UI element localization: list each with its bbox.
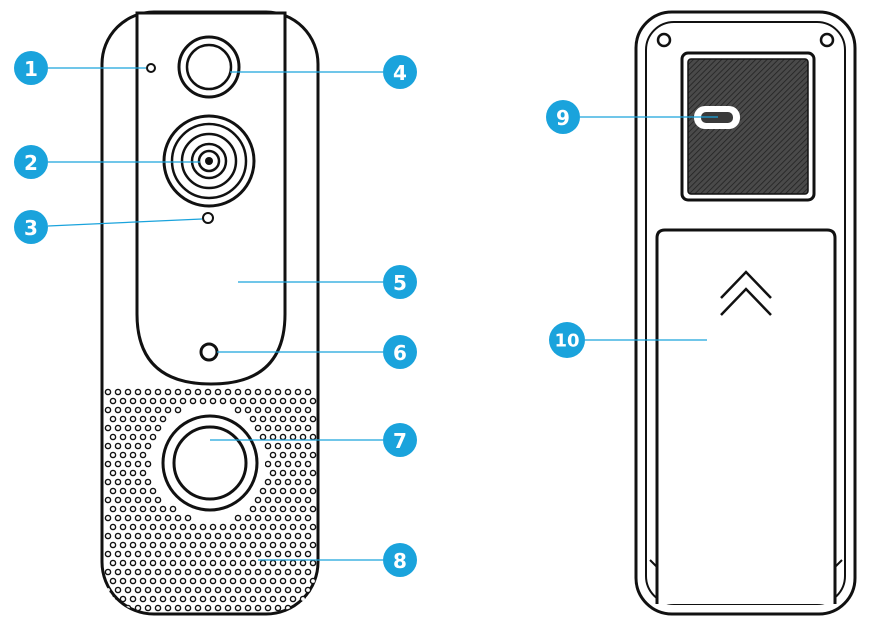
callout-label-2: 2 xyxy=(24,151,38,175)
callout-badge-1: 1 xyxy=(14,51,48,85)
callout-badge-6: 6 xyxy=(383,335,417,369)
callout-badge-3: 3 xyxy=(14,210,48,244)
battery-cover xyxy=(649,228,843,604)
pir-sensor xyxy=(177,35,241,99)
callout-badge-9: 9 xyxy=(546,100,580,134)
callout-label-7: 7 xyxy=(393,429,407,453)
callout-label-1: 1 xyxy=(24,57,38,81)
leader-line-3 xyxy=(47,218,203,227)
indicator-light-dot xyxy=(146,63,156,73)
call-button xyxy=(155,408,265,518)
callout-label-6: 6 xyxy=(393,341,407,365)
callout-label-3: 3 xyxy=(24,216,38,240)
callout-badge-5: 5 xyxy=(383,265,417,299)
light-sensor xyxy=(199,342,219,362)
slide-up-arrows-icon xyxy=(720,270,772,316)
callout-label-5: 5 xyxy=(393,271,407,295)
callout-label-9: 9 xyxy=(556,106,570,130)
callout-badge-4: 4 xyxy=(383,55,417,89)
microphone-hole xyxy=(202,212,214,224)
callout-badge-7: 7 xyxy=(383,423,417,457)
callout-badge-10: 10 xyxy=(549,322,585,358)
callout-label-4: 4 xyxy=(393,61,407,85)
doorbell-front-view xyxy=(100,10,320,616)
callout-label-8: 8 xyxy=(393,549,407,573)
usb-port-panel xyxy=(680,51,816,202)
callout-badge-2: 2 xyxy=(14,145,48,179)
callout-badge-8: 8 xyxy=(383,543,417,577)
doorbell-back-view xyxy=(634,10,857,616)
screw-hole-left xyxy=(656,32,672,48)
leader-lines xyxy=(47,67,718,561)
callout-label-10: 10 xyxy=(554,331,579,352)
screw-hole-right xyxy=(819,32,835,48)
camera-lens xyxy=(162,114,256,208)
